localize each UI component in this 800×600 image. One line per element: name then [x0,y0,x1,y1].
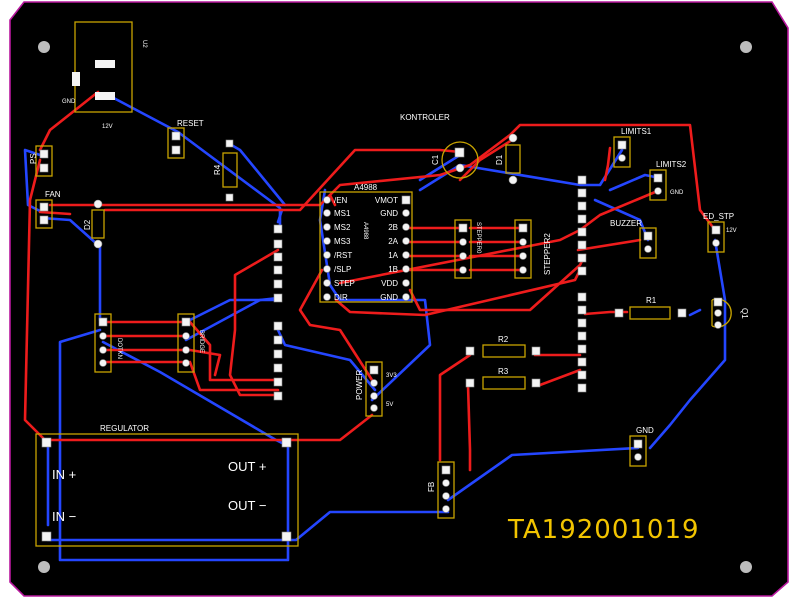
r3-resistor: R3 [465,367,541,390]
d1-diode: D1 [495,133,521,185]
a4988-label: A4988 [354,183,378,192]
u2-power-jack: U2 GND 12V [62,21,147,130]
dotkn-label: DOTKN [116,338,122,359]
r4-label: R4 [213,164,222,175]
d2-diode: D2 [83,199,105,249]
a4988-pin-step: STEP [334,279,355,288]
r2-resistor: R2 [465,335,541,358]
regulator-out-minus: OUT − [228,498,266,513]
gnd-label: GND [636,426,654,435]
d1-label: D1 [495,154,504,165]
c1-label: C1 [431,154,440,165]
stepper0-connector: STEPPER0 [454,219,481,279]
a4988-pin-gnd1: GND [380,209,398,218]
q1-label: Q1 [740,308,749,319]
stepper0-label: STEPPER0 [475,222,481,254]
fan-connector: FAN [35,190,61,229]
bridge-label: BRIDGE [198,330,204,353]
power-5v-label: 5V [386,402,393,408]
bridge-connector: BRIDGE [177,313,204,373]
a4988-pin-ms2: MS2 [334,223,351,232]
stepper2-label: STEPPER2 [543,233,552,275]
u2-label: U2 [141,40,147,48]
regulator-in-plus: IN + [52,467,76,482]
limits2-gnd-label: GND [670,190,684,196]
buzzer-label: BUZZER [610,219,642,228]
fb-connector: FB [427,461,455,519]
power-connector: POWER 3V3 5V [355,361,397,417]
u2-12v-label: 12V [102,124,113,130]
a4988-pin-vdd: VDD [381,279,398,288]
regulator-in-minus: IN − [52,509,76,524]
limits2-label: LIMITS2 [656,160,687,169]
limits2-connector: LIMITS2 GND [649,160,687,201]
a4988-pin-vmot: VMOT [375,196,398,205]
regulator-label: REGULATOR [100,424,149,433]
q1-transistor: Q1 [711,297,749,329]
ps-connector: PS [29,145,53,177]
r2-label: R2 [498,335,509,344]
a4988-pin-dir: DIR [334,293,348,302]
controller-header-left [273,224,283,401]
ed-stp-connector: ED_STP 12V [703,212,737,253]
buzzer-connector: BUZZER [610,219,657,259]
limits1-label: LIMITS1 [621,127,652,136]
fb-label: FB [427,482,436,492]
dotkn-connector: DOTKN [94,313,122,373]
a4988-side-label: A4988 [362,222,368,240]
a4988-pin-ms1: MS1 [334,209,351,218]
gnd-connector: GND [629,426,654,467]
kontroler-label: KONTROLER [400,113,450,122]
u2-gnd-label: GND [62,99,76,105]
limits1-connector: LIMITS1 [613,127,652,168]
a4988-pin-1a: 1A [388,251,398,260]
r1-resistor: R1 [614,296,687,320]
stepper2-connector: STEPPER2 [514,219,552,279]
ps-label: PS [29,153,38,164]
r3-label: R3 [498,367,509,376]
d2-label: D2 [83,219,92,230]
regulator-out-plus: OUT + [228,459,266,474]
a4988-pin-rst: /RST [334,251,352,260]
power-3v3-label: 3V3 [386,373,397,379]
a4988-module: A4988 A4988 /EN MS1 MS2 MS3 /RST /SLP ST… [319,183,413,303]
board-id-text: TA192001019 [507,515,700,545]
a4988-pin-en: /EN [334,196,348,205]
a4988-pin-2b: 2B [388,223,398,232]
a4988-pin-slp: /SLP [334,265,351,274]
r4-resistor: R4 [213,139,238,202]
power-label: POWER [355,370,364,400]
a4988-pin-1b: 1B [388,265,398,274]
a4988-pin-gnd2: GND [380,293,398,302]
bottom-copper-traces [23,93,727,562]
ed-stp-label: ED_STP [703,212,734,221]
a4988-pin-ms3: MS3 [334,237,351,246]
a4988-pin-2a: 2A [388,237,398,246]
ed-stp-12v-label: 12V [726,228,737,234]
controller-header-right [577,175,587,393]
regulator-module: REGULATOR IN + IN − OUT + OUT − [35,424,299,547]
reset-label: RESET [177,119,204,128]
c1-capacitor: C1 [431,141,479,179]
r1-label: R1 [646,296,657,305]
mounting-holes [38,41,752,573]
reset-button: RESET [167,119,204,159]
fan-label: FAN [45,190,61,199]
